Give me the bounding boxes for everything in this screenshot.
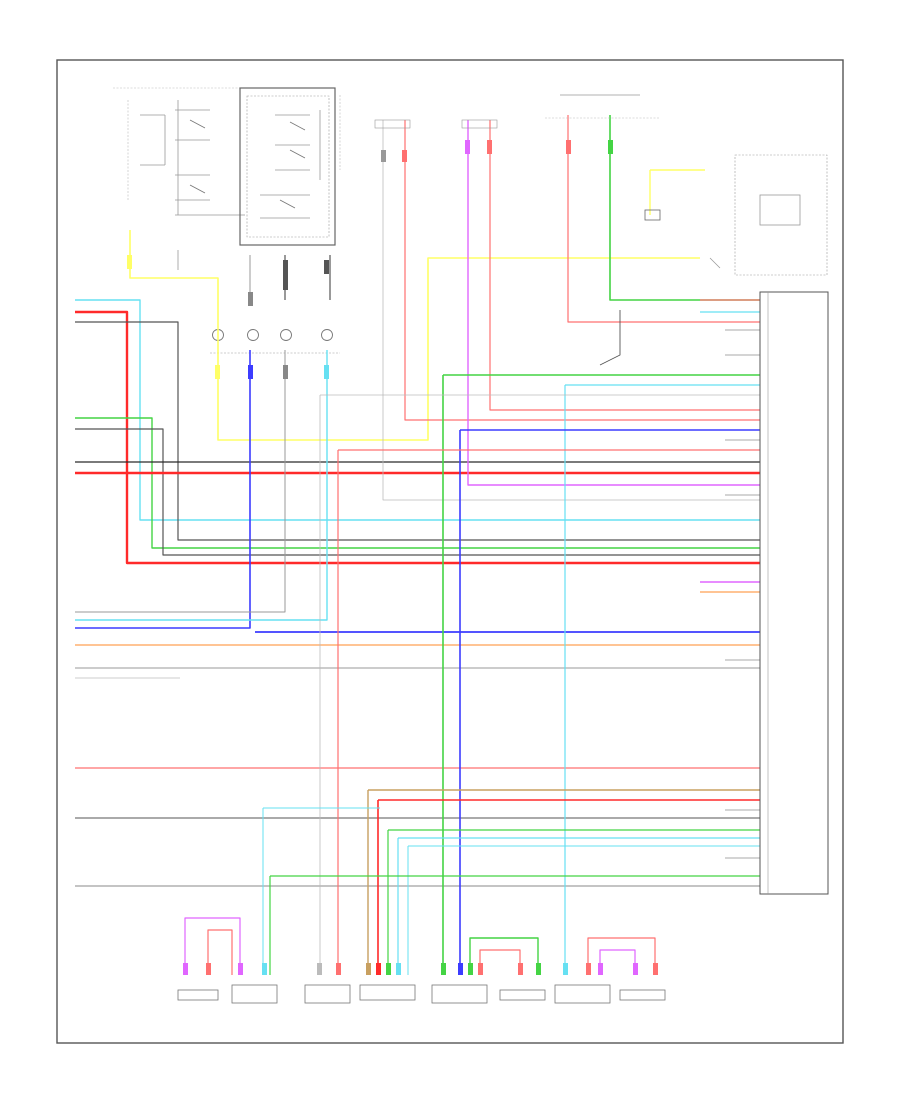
center-speaker <box>359 963 416 1001</box>
connector-pin-stubs <box>725 329 760 859</box>
radio-antenna <box>709 257 721 269</box>
data-link-connector <box>734 154 828 276</box>
spiral-stubs <box>127 140 613 379</box>
left-rear-door-speaker <box>431 963 488 1004</box>
audio-unit-right <box>759 291 829 895</box>
ignition-fuses <box>545 94 660 119</box>
spiral-cable <box>210 329 340 354</box>
left-front-speaker <box>304 963 351 1004</box>
bottom-speakers <box>177 963 666 1004</box>
usb-adapter <box>644 209 661 221</box>
right-rear-speaker <box>619 963 666 1001</box>
left-front-speaker-top <box>374 119 411 162</box>
left-front-door-speaker <box>231 963 278 1004</box>
audio-unit <box>239 87 341 246</box>
left-rear-speaker-top <box>461 119 498 154</box>
wires <box>75 115 760 975</box>
left-front-tweeter <box>177 963 219 1001</box>
left-rear-speaker <box>499 963 546 1001</box>
steering-switch <box>113 87 248 216</box>
right-rear-door-speaker <box>554 963 611 1004</box>
diagram-border <box>56 59 844 1044</box>
